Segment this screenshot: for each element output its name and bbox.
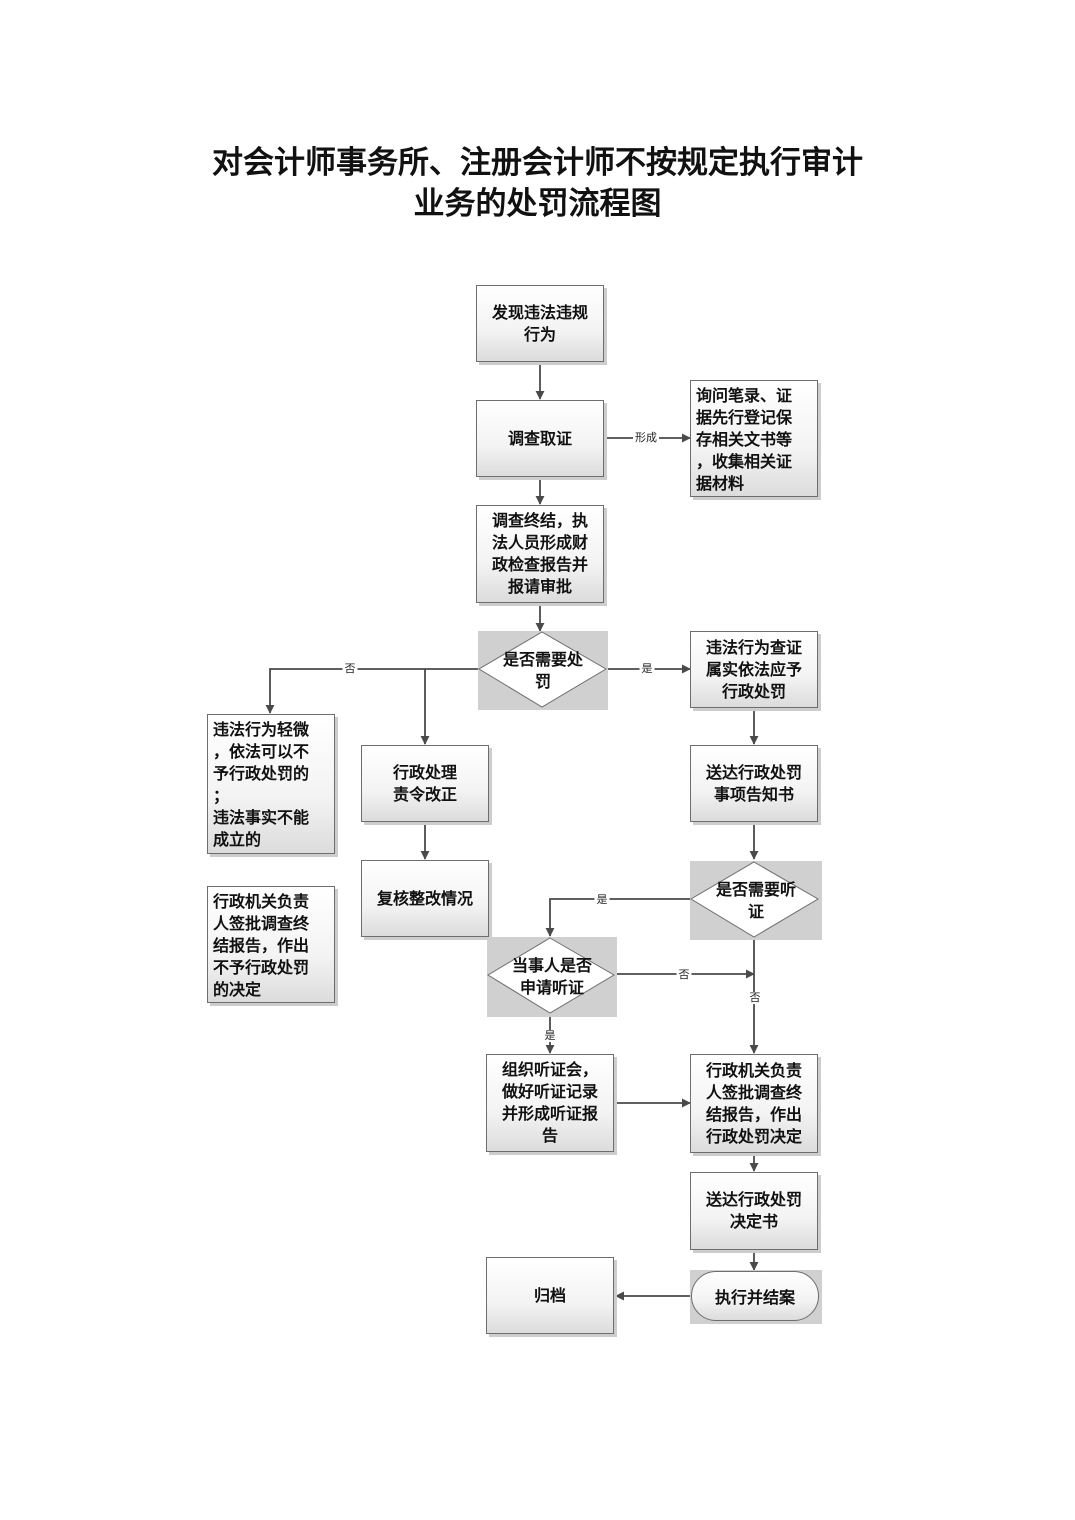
node-report: 调查终结，执 法人员形成财 政检查报告并 报请审批 bbox=[476, 505, 604, 603]
node-no-penalty-decision: 行政机关负责 人签批调查终 结报告，作出 不予行政处罚 的决定 bbox=[207, 886, 335, 1003]
node-deliver-decision: 送达行政处罚 决定书 bbox=[690, 1172, 818, 1250]
edge-label-no: 否 bbox=[676, 968, 692, 981]
terminal-execute-backdrop: 执行并结案 bbox=[690, 1270, 822, 1324]
decision-party-apply: 当事人是否 申请听证 bbox=[487, 937, 617, 1017]
decision-party-apply-text: 当事人是否 申请听证 bbox=[511, 956, 592, 997]
diamond-shape bbox=[478, 631, 607, 708]
edge-label-yes: 是 bbox=[594, 893, 610, 906]
node-review: 复核整改情况 bbox=[361, 860, 489, 937]
edge-label-no: 否 bbox=[747, 991, 763, 1004]
decision-need-penalty: 是否需要处 罚 bbox=[478, 631, 608, 710]
node-confirmed: 违法行为查证 属实依法应予 行政处罚 bbox=[690, 631, 818, 708]
edge-label-form: 形成 bbox=[633, 431, 659, 444]
edge-label-no: 否 bbox=[342, 662, 358, 675]
decision-need-hearing-text: 是否需要听 证 bbox=[715, 879, 796, 921]
page-title-line2: 业务的处罚流程图 bbox=[413, 186, 662, 222]
decision-need-penalty-text: 是否需要处 罚 bbox=[502, 649, 583, 691]
node-archive: 归档 bbox=[486, 1257, 614, 1334]
node-order-correct: 行政处理 责令改正 bbox=[361, 745, 489, 822]
connector bbox=[265, 668, 478, 714]
node-evidence: 询问笔录、证 据先行登记保 存相关文书等 ，收集相关证 据材料 bbox=[690, 380, 818, 497]
node-penalty-decision: 行政机关负责 人签批调查终 结报告，作出 行政处罚决定 bbox=[690, 1054, 818, 1153]
connector bbox=[545, 898, 692, 937]
node-minor: 违法行为轻微 ，依法可以不 予行政处罚的 ； 违法事实不能 成立的 bbox=[207, 714, 335, 854]
node-discover: 发现违法违规 行为 bbox=[476, 285, 604, 362]
diamond-shape bbox=[690, 861, 819, 938]
decision-need-hearing: 是否需要听 证 bbox=[690, 861, 822, 940]
diamond-shape bbox=[487, 937, 615, 1014]
node-investigate: 调查取证 bbox=[476, 400, 604, 477]
edge-label-yes: 是 bbox=[542, 1029, 558, 1042]
node-notice: 送达行政处罚 事项告知书 bbox=[690, 745, 818, 822]
page-title: 对会计师事务所、注册会计师不按规定执行审计 bbox=[212, 145, 863, 181]
node-hearing: 组织听证会， 做好听证记录 并形成听证报 告 bbox=[486, 1054, 614, 1152]
terminal-execute: 执行并结案 bbox=[691, 1271, 819, 1321]
edge-label-yes: 是 bbox=[639, 662, 655, 675]
